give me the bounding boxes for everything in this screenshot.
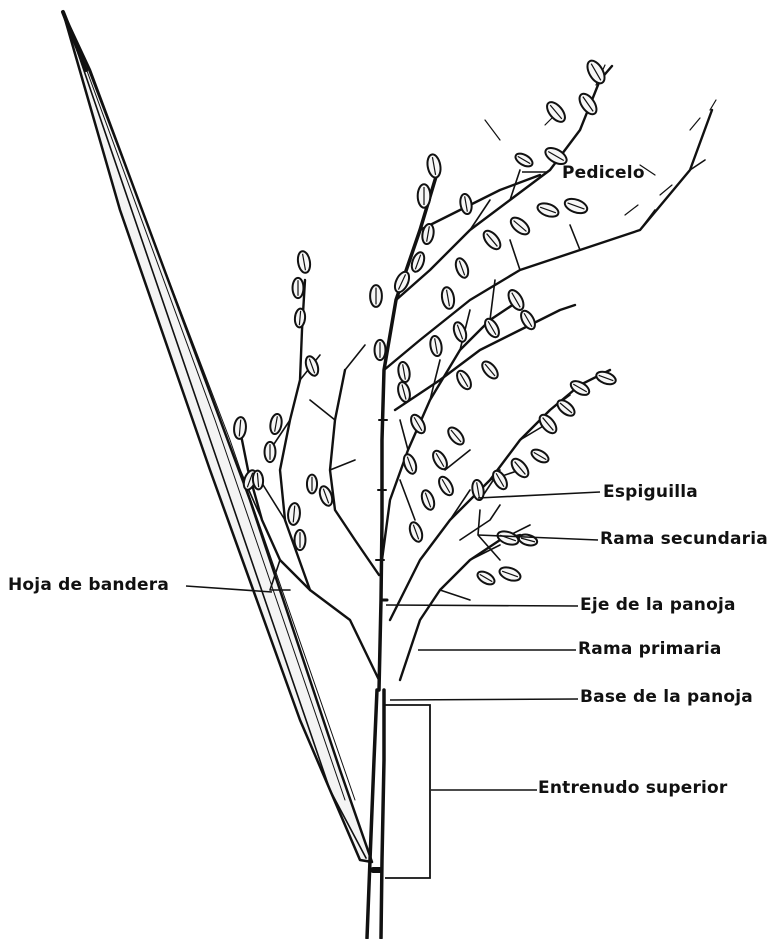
leader-espiguilla [478,492,600,498]
panicle-axis [376,170,438,690]
spikelets [233,58,617,587]
label-pedicelo: Pedicelo [562,165,645,182]
culm [367,690,384,938]
label-rama-secundaria: Rama secundaria [600,531,768,548]
label-hoja-de-bandera: Hoja de bandera [8,577,169,594]
leader-base-de-la-panoja [390,699,578,700]
leader-rama-secundaria [478,535,598,540]
flag-leaf [63,12,372,862]
label-eje-de-la-panoja: Eje de la panoja [580,597,736,614]
label-espiguilla: Espiguilla [603,484,698,501]
internode-bracket [385,705,430,878]
label-base-de-la-panoja: Base de la panoja [580,689,753,706]
label-rama-primaria: Rama primaria [578,641,722,658]
label-entrenudo-superior: Entrenudo superior [538,780,728,797]
leader-eje-de-la-panoja [386,605,578,606]
